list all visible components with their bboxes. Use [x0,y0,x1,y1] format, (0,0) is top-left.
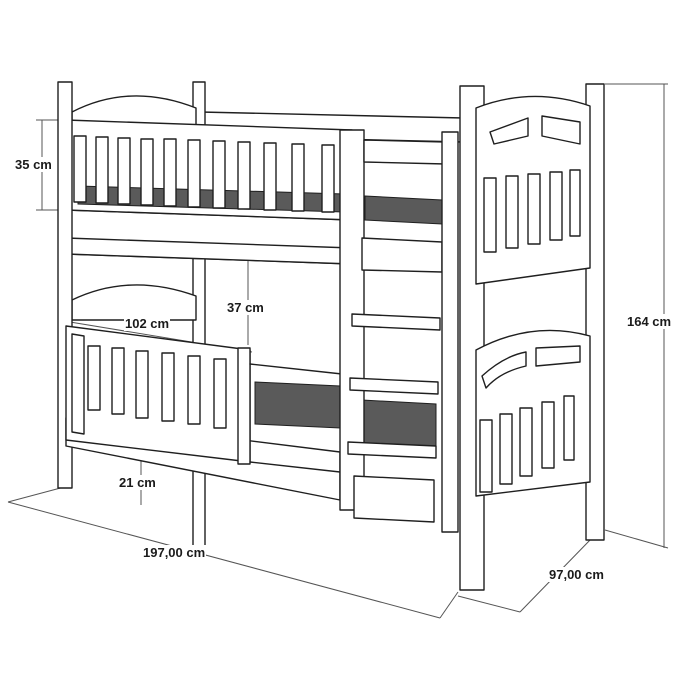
lower-rail-slats [87,345,227,429]
lower-bed [65,325,343,501]
upper-rail-slats [73,135,335,213]
lower-headboard-slats [479,395,575,493]
upper-headboard-slats [483,169,581,253]
dim-label-total-width: 97,00 cm [548,567,605,582]
dim-line-total-width [457,595,521,613]
dim-label-clearance: 37 cm [226,300,265,315]
dim-label-rail-length: 102 cm [124,316,171,331]
dim-label-rail-height: 35 cm [14,157,53,172]
upper-bed [65,119,353,265]
dim-line-total-length [7,501,441,619]
right-end-frame [441,83,605,591]
dim-label-total-length: 197,00 cm [142,545,207,560]
dim-label-floor-clearance: 21 cm [118,475,157,490]
dimension-lines [7,83,669,619]
ladder [339,129,447,523]
dim-label-total-height: 164 cm [626,314,673,329]
